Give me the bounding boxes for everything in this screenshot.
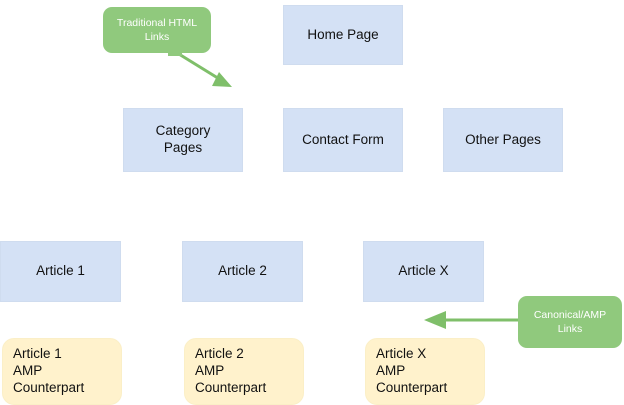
annotation-line-2: Links bbox=[557, 323, 583, 335]
node-home-page[interactable]: Home Page bbox=[283, 5, 403, 65]
annotation-line-1: Traditional HTML bbox=[116, 16, 198, 29]
arrow-traditional-html-links-head bbox=[212, 72, 232, 87]
node-article-2-label: Article 2 bbox=[218, 263, 267, 279]
node-category-pages-line-1: Category bbox=[155, 123, 211, 139]
arrow-canonical-amp-links-head bbox=[424, 311, 446, 329]
node-article-2[interactable]: Article 2 bbox=[182, 241, 303, 302]
annotation-line-1: Canonical/AMP bbox=[533, 308, 607, 321]
annotation-traditional-html-links: Traditional HTML Links bbox=[103, 7, 211, 53]
node-article-1-label: Article 1 bbox=[36, 263, 85, 279]
node-article-2-amp-counterpart[interactable]: Article 2 AMP Counterpart bbox=[184, 338, 304, 405]
node-category-pages-line-2: Pages bbox=[163, 140, 203, 155]
node-category-pages-text: Category Pages bbox=[156, 123, 211, 157]
annotation-traditional-html-links-tail bbox=[168, 48, 182, 56]
node-article-1[interactable]: Article 1 bbox=[0, 241, 121, 302]
node-article-x-amp-counterpart-label: Article X AMP Counterpart bbox=[376, 346, 448, 395]
node-contact-form[interactable]: Contact Form bbox=[283, 108, 403, 172]
node-article-1-amp-counterpart-label: Article 1 AMP Counterpart bbox=[13, 346, 85, 395]
node-contact-form-label: Contact Form bbox=[302, 131, 384, 147]
annotation-canonical-amp-links-text: Canonical/AMP Links bbox=[534, 308, 606, 336]
node-article-x-label: Article X bbox=[398, 263, 449, 279]
annotation-line-2: Links bbox=[144, 31, 170, 43]
node-other-pages[interactable]: Other Pages bbox=[443, 108, 563, 172]
annotation-canonical-amp-links: Canonical/AMP Links bbox=[518, 296, 622, 348]
node-home-page-label: Home Page bbox=[307, 26, 379, 42]
node-article-1-amp-counterpart[interactable]: Article 1 AMP Counterpart bbox=[2, 338, 122, 405]
node-article-x[interactable]: Article X bbox=[363, 241, 484, 302]
node-article-2-amp-counterpart-label: Article 2 AMP Counterpart bbox=[195, 346, 267, 395]
node-other-pages-label: Other Pages bbox=[465, 131, 541, 147]
node-category-pages[interactable]: Category Pages bbox=[123, 108, 243, 172]
node-article-x-amp-counterpart[interactable]: Article X AMP Counterpart bbox=[365, 338, 485, 405]
annotation-traditional-html-links-text: Traditional HTML Links bbox=[117, 16, 197, 44]
